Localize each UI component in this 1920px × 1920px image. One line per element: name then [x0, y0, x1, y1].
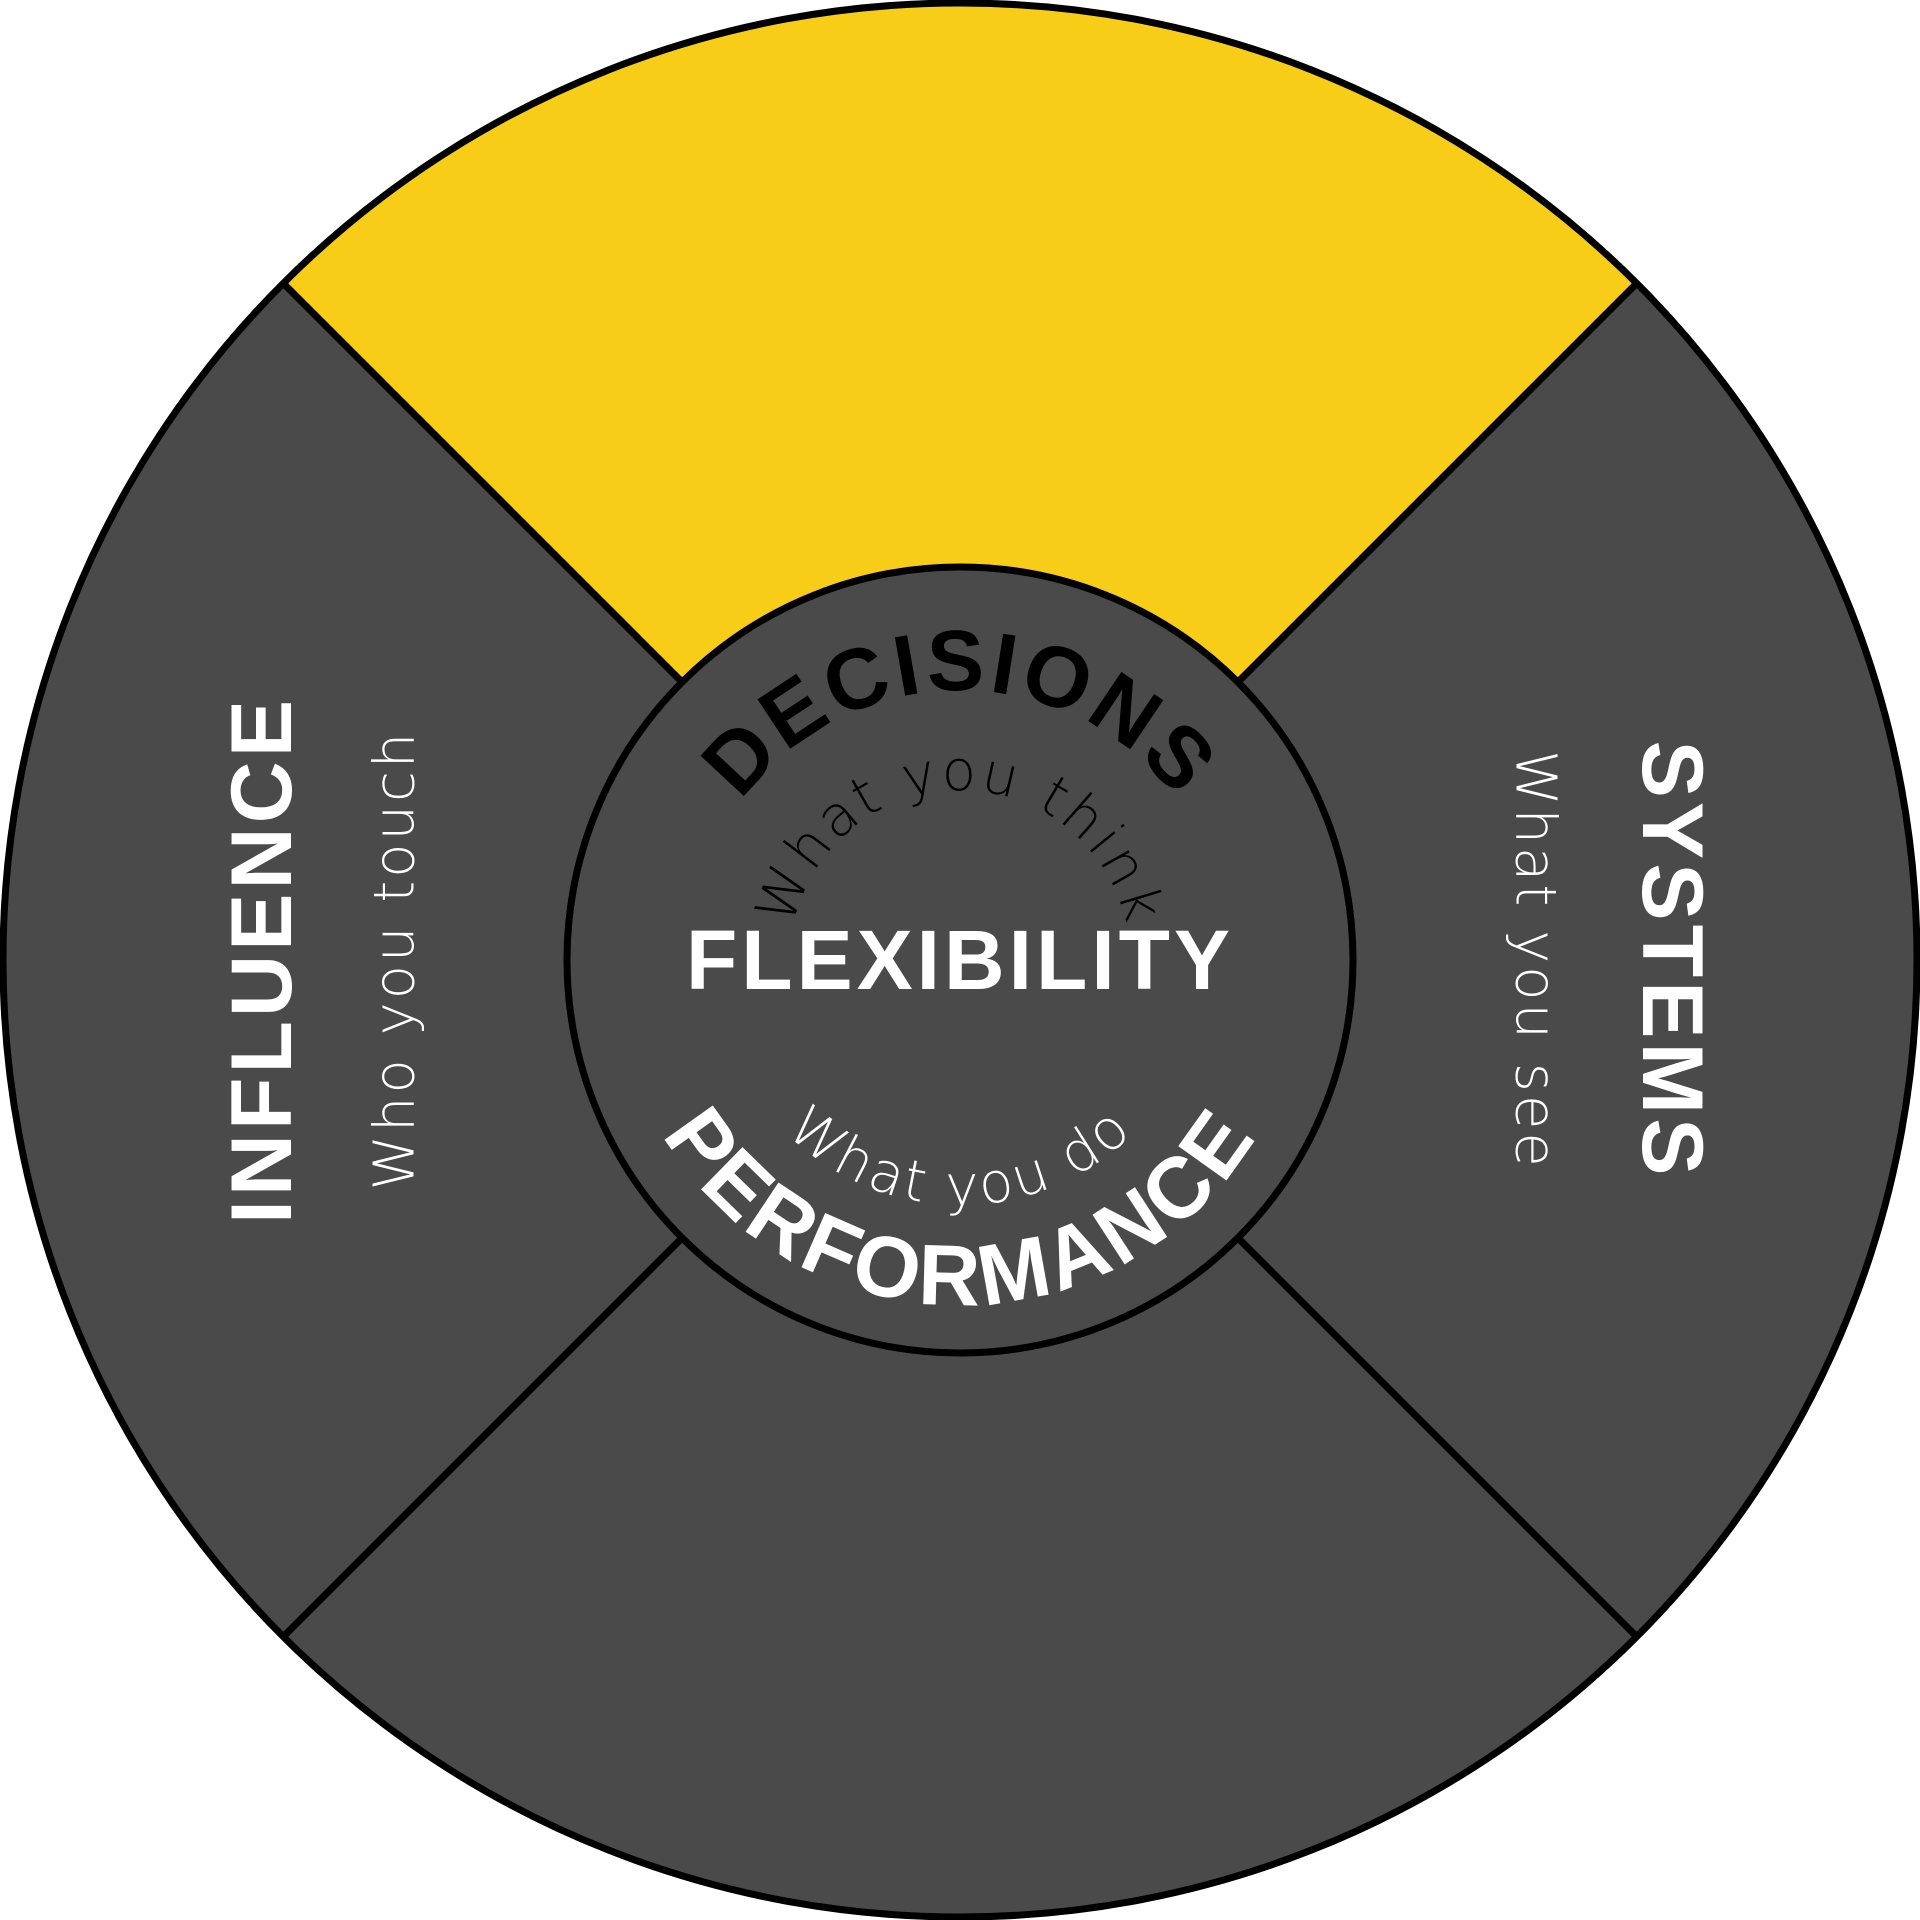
segment-systems — [960, 283, 1918, 1637]
influence-label-group: INFLUENCE Who you touch — [214, 696, 428, 1224]
center-label: FLEXIBILITY — [686, 913, 1234, 1007]
influence-subtitle: Who you touch — [363, 730, 428, 1191]
influence-title: INFLUENCE — [214, 696, 310, 1224]
systems-title: SYSTEMS — [1624, 741, 1720, 1180]
segment-decisions — [283, 2, 1637, 961]
segment-performance — [283, 960, 1637, 1918]
segment-influence — [2, 283, 961, 1637]
systems-label-group: SYSTEMS What you see — [1503, 741, 1721, 1180]
systems-subtitle: What you see — [1503, 750, 1568, 1170]
center-hub — [563, 563, 1357, 1357]
